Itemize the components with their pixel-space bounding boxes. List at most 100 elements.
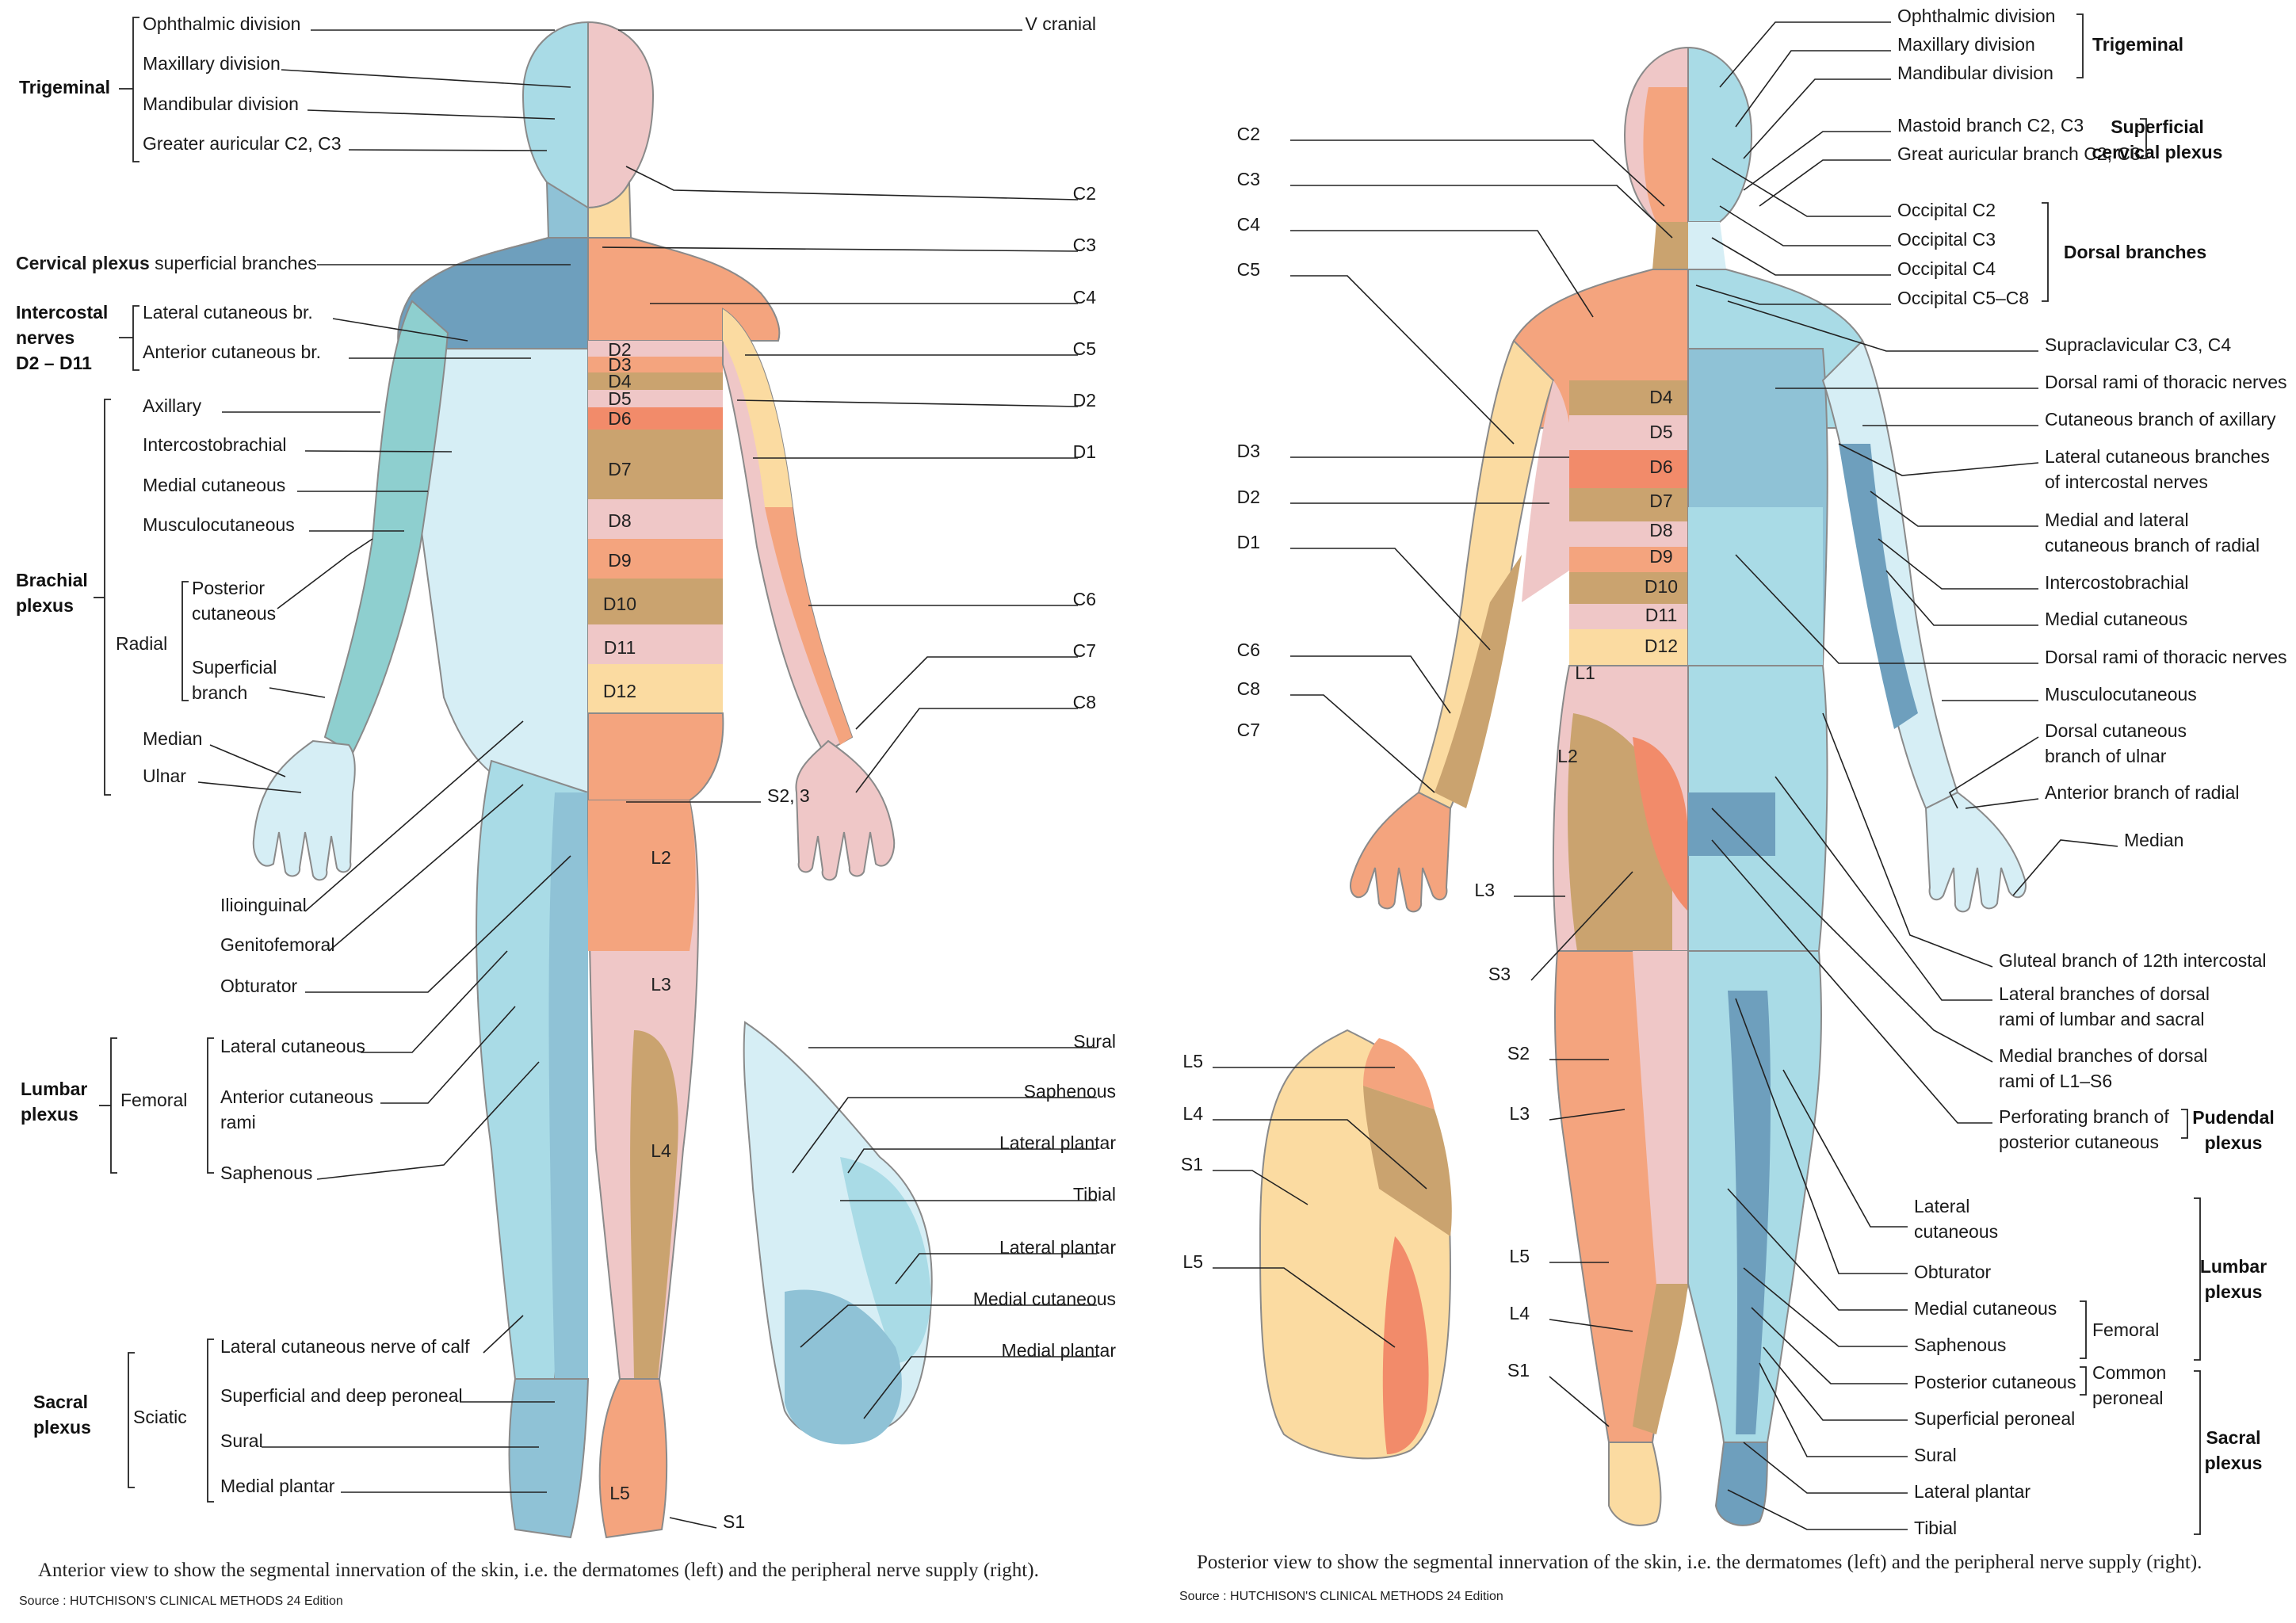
posterior-label-14: L5: [1509, 1246, 1530, 1266]
foot-inset-heel: [840, 1157, 931, 1363]
posterior-right-label-29: Posterior cutaneous: [1914, 1372, 2076, 1392]
anterior-leader-3: [348, 149, 548, 151]
posterior-right-leader-2: [1743, 78, 1891, 159]
posterior-leg-left-s2: [1633, 951, 1688, 1284]
posterior-foot-label-1: L4: [1182, 1103, 1203, 1124]
posterior-label-15: L4: [1509, 1303, 1530, 1323]
anterior-label-0: Ophthalmic division: [143, 13, 300, 34]
posterior-right-leader-25: [1782, 1069, 1908, 1228]
posterior-segment-d9: D9: [1649, 546, 1672, 567]
posterior-label-7: C6: [1237, 640, 1260, 660]
anterior-arm-right-c6: [765, 507, 852, 745]
posterior-group-2: Dorsal branches: [2064, 242, 2206, 262]
anterior-bracket-femoral: [207, 1037, 214, 1174]
posterior-right-leader-21: [1822, 712, 1993, 968]
anterior-hand-right: [795, 739, 896, 881]
anterior-head-left: [521, 21, 589, 209]
posterior-band-d7: [1569, 488, 1688, 521]
posterior-segment-d7: D7: [1649, 491, 1672, 511]
anterior-segment-d6: D6: [608, 408, 631, 429]
anterior-groin-right: [587, 712, 724, 801]
posterior-segment-d12: D12: [1645, 636, 1678, 656]
anterior-leader-7: [304, 450, 453, 453]
posterior-band-d9: [1569, 547, 1688, 572]
anterior-leader-19: [316, 1061, 540, 1180]
posterior-right-label-17: Musculocutaneous: [2045, 684, 2197, 705]
posterior-right-leader-3: [1743, 131, 1891, 191]
posterior-bracket-superficial-cervical: [2140, 118, 2147, 159]
posterior-right-label-3: Mastoid branch C2, C3: [1897, 115, 2084, 136]
anterior-label-3: Greater auricular C2, C3: [143, 133, 342, 154]
posterior-right-leader-28: [1743, 1267, 1908, 1347]
anterior-group-0: Trigeminal: [19, 77, 110, 97]
posterior-foot-label-2: S1: [1181, 1154, 1203, 1174]
anterior-right-leader-9: [855, 708, 1078, 793]
anterior-label-6: Axillary: [143, 395, 202, 416]
posterior-leader-3: [1290, 275, 1515, 445]
posterior-right-label-16: Dorsal rami of thoracic nerves: [2045, 647, 2287, 667]
posterior-label-12: S2: [1507, 1043, 1530, 1064]
posterior-right-leader-33: [1727, 1489, 1908, 1530]
anterior-right-label-11: S1: [723, 1511, 745, 1532]
posterior-label-9: C7: [1237, 720, 1260, 740]
anterior-foot-label-0: Sural: [1073, 1031, 1116, 1052]
anterior-right-label-4: C5: [1073, 338, 1096, 359]
anterior-label-23: Medial plantar: [220, 1476, 335, 1496]
posterior-right-leader-9: [1727, 300, 2038, 352]
posterior-leader-8: [1290, 694, 1435, 793]
anterior-leader-10: [277, 538, 373, 609]
anterior-segment-d2: D2: [608, 339, 631, 360]
posterior-segment-d5: D5: [1649, 422, 1672, 442]
posterior-right-leader-30: [1763, 1346, 1908, 1421]
anterior-foot-label-6: Medial plantar: [1002, 1340, 1117, 1361]
foot-inset-toes: [785, 1289, 902, 1445]
anterior-foot-leader-1: [792, 1097, 1097, 1174]
anterior-bracket-lumbar: [110, 1037, 117, 1174]
anterior-label-20: Lateral cutaneous nerve of calf: [220, 1336, 470, 1357]
posterior-leader-15: [1549, 1319, 1633, 1332]
anterior-band-d6: [588, 407, 723, 430]
posterior-bracket-trigeminal: [2076, 13, 2084, 78]
anterior-leader-12: [209, 744, 286, 777]
posterior-band-d11: [1569, 604, 1688, 629]
anterior-foot-label-1: Saphenous: [1024, 1081, 1116, 1102]
posterior-label-4: D3: [1237, 441, 1260, 461]
anterior-band-d11: [588, 624, 723, 664]
anterior-label-17: Lateral cutaneous: [220, 1036, 365, 1056]
anterior-band-d7: [588, 430, 723, 499]
posterior-band-d4: [1569, 380, 1688, 415]
anterior-bracket-trigeminal: [132, 17, 139, 162]
posterior-right-leader-32: [1743, 1442, 1908, 1494]
anterior-label-15: Genitofemoral: [220, 934, 334, 955]
anterior-right-label-9: C8: [1073, 692, 1096, 712]
anterior-label-16: Obturator: [220, 976, 297, 996]
anterior-label-19: Saphenous: [220, 1163, 312, 1183]
posterior-right-leader-31: [1759, 1362, 1908, 1457]
posterior-nerve-side: [1687, 46, 2027, 1526]
posterior-right-leader-7: [1711, 237, 1891, 276]
anterior-right-leader-11: [669, 1517, 717, 1529]
anterior-dermatome-side: [586, 21, 896, 1539]
posterior-right-leader-23: [1711, 808, 1993, 1063]
posterior-foot-right: [1714, 1442, 1769, 1526]
posterior-bracket-lumbar: [2194, 1197, 2201, 1361]
anterior-band-d2: [588, 341, 723, 357]
anterior-label-7: Intercostobrachial: [143, 434, 287, 455]
posterior-segment-d6: D6: [1649, 456, 1672, 477]
posterior-right-label-32: Lateral plantar: [1914, 1481, 2030, 1502]
anterior-segment-l3: L3: [651, 974, 671, 995]
anterior-right-label-6: D1: [1073, 441, 1096, 462]
posterior-bracket-femoral: [2080, 1300, 2087, 1359]
posterior-foot-leader-1: [1213, 1119, 1427, 1190]
posterior-right-leader-19: [1965, 798, 2039, 809]
posterior-band-d5: [1569, 415, 1688, 450]
anterior-band-d3: [588, 357, 723, 372]
posterior-segment-d8: D8: [1649, 520, 1672, 540]
anterior-leader-17: [361, 950, 508, 1053]
